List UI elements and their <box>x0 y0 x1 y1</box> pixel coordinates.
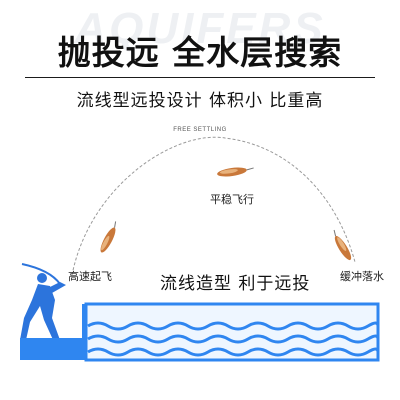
title-divider <box>25 77 375 78</box>
flight-arc <box>71 136 356 276</box>
page-subtitle: 流线型远投设计 体积小 比重高 <box>76 91 324 111</box>
label-streamline: 流线造型 利于远投 <box>160 274 311 294</box>
caption-english: FREE SETTLING <box>173 127 227 133</box>
shore-step <box>82 304 86 360</box>
label-flight: 平稳飞行 <box>210 193 254 206</box>
lure-launch-icon <box>100 221 117 253</box>
label-launch: 高速起飞 <box>68 270 112 283</box>
lure-flight-icon <box>217 167 254 177</box>
fishing-rod <box>21 263 61 285</box>
brand-watermark: AQUIFERS <box>74 4 326 53</box>
angler-icon <box>20 273 66 342</box>
shore-block <box>20 338 82 360</box>
label-settle: 缓冲落水 <box>340 270 384 283</box>
page-title: 抛投远 全水层搜索 <box>57 33 343 72</box>
lure-settle-icon <box>333 229 352 261</box>
water-waves <box>87 321 380 357</box>
